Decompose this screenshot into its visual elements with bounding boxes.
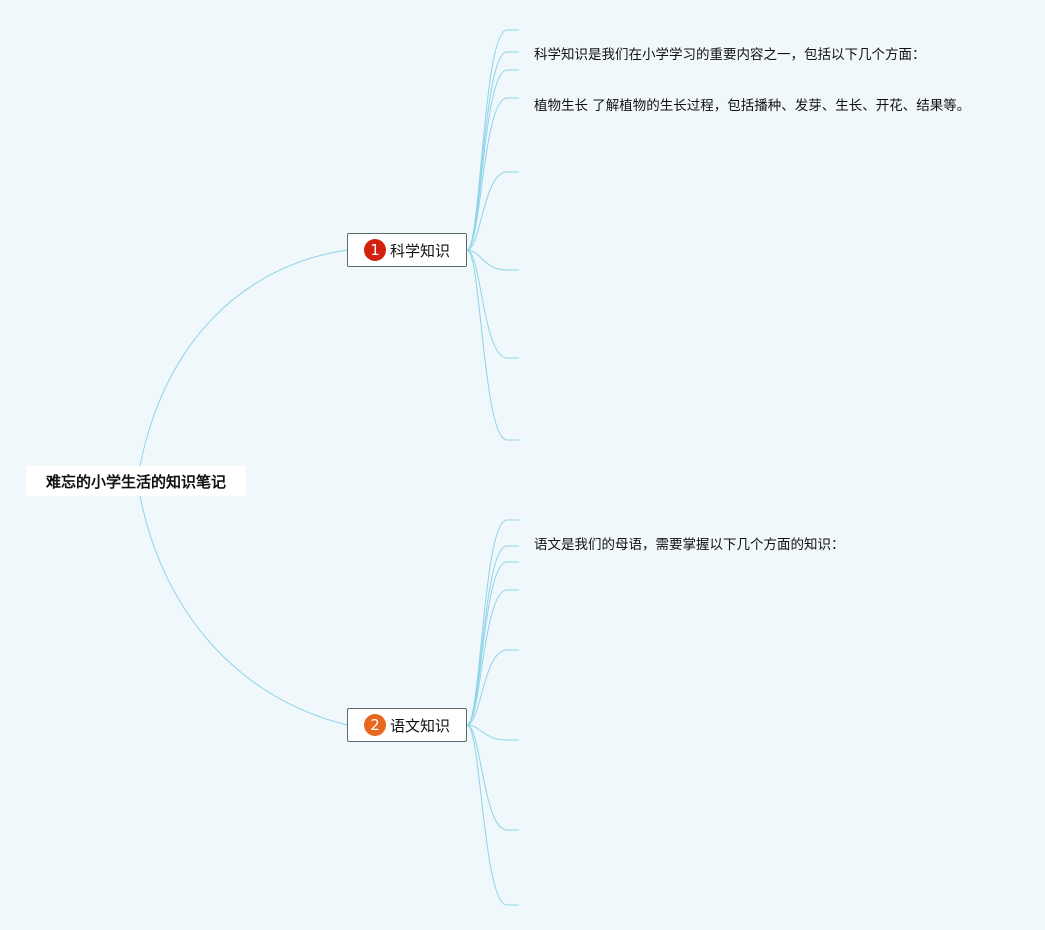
branch-topic-label: 语文知识 <box>389 716 450 735</box>
chinese-subtopic-connector-5 <box>466 649 519 726</box>
root-to-science-connector <box>139 249 348 467</box>
science-subtopic-connector-6 <box>466 249 519 271</box>
priority-1-icon: 1 <box>363 239 386 261</box>
root-to-chinese-connector <box>139 495 348 726</box>
chinese-subtopic-connector-8 <box>466 724 519 906</box>
chinese-subtopic-connector-1 <box>466 519 519 726</box>
chinese-subtopic-connector-4 <box>466 589 519 726</box>
priority-2-icon: 2 <box>363 714 386 736</box>
root-topic[interactable]: 难忘的小学生活的知识笔记 <box>26 466 246 496</box>
science-subtopic-connector-1 <box>466 29 519 251</box>
branch-topic-label: 科学知识 <box>389 241 450 260</box>
branch-topic-chinese[interactable]: 2 语文知识 <box>347 708 467 742</box>
science-subtopic-connector-7 <box>466 249 519 359</box>
science-subtopic-connector-8 <box>466 249 519 441</box>
root-topic-label: 难忘的小学生活的知识笔记 <box>45 472 226 491</box>
science-subtopic-connector-5 <box>466 171 519 251</box>
chinese-subtopic-connector-6 <box>466 724 519 741</box>
subtopic-plant-growth[interactable]: 植物生长 了解植物的生长过程，包括播种、发芽、生长、开花、结果等。 <box>534 98 971 114</box>
science-subtopic-connector-4 <box>466 97 519 251</box>
chinese-subtopic-connector-7 <box>466 724 519 831</box>
subtopic-science-intro[interactable]: 科学知识是我们在小学学习的重要内容之一，包括以下几个方面： <box>534 47 926 63</box>
subtopic-chinese-intro[interactable]: 语文是我们的母语，需要掌握以下几个方面的知识： <box>534 537 845 553</box>
branch-topic-science[interactable]: 1 科学知识 <box>347 233 467 267</box>
